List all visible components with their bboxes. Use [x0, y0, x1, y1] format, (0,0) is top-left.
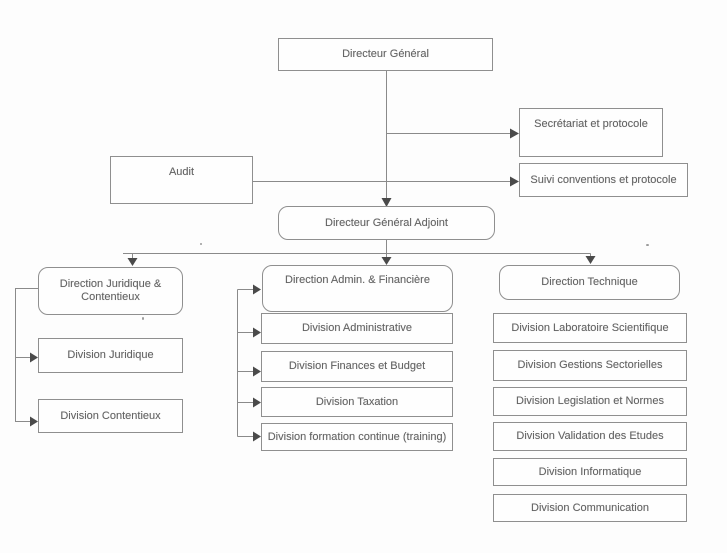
scan-speck	[646, 244, 649, 246]
node-division-communication: Division Communication	[493, 494, 687, 522]
node-division-informatique: Division Informatique	[493, 458, 687, 486]
scan-speck	[200, 243, 202, 245]
arrowhead-div-administrative	[253, 327, 261, 338]
arrowhead-dir-technique	[585, 256, 596, 264]
node-division-taxation: Division Taxation	[261, 387, 453, 417]
node-division-legislation-normes: Division Legislation et Normes	[493, 387, 687, 416]
node-suivi-conventions: Suivi conventions et protocole	[519, 163, 688, 197]
arrowhead-div-finances	[253, 366, 261, 377]
node-division-contentieux: Division Contentieux	[38, 399, 183, 433]
node-direction-technique: Direction Technique	[499, 265, 680, 300]
node-division-administrative: Division Administrative	[261, 313, 453, 344]
arrowhead-div-juridique	[30, 352, 38, 363]
edge-bracket-juridique	[15, 288, 38, 422]
arrowhead-dir-admin-left	[253, 284, 261, 295]
node-division-formation-continue: Division formation continue (training)	[261, 423, 453, 451]
node-division-juridique: Division Juridique	[38, 338, 183, 373]
arrowhead-div-formation	[253, 431, 261, 442]
node-secretariat-protocole: Secrétariat et protocole	[519, 108, 663, 157]
arrowhead-div-taxation	[253, 397, 261, 408]
arrowhead-div-contentieux	[30, 416, 38, 427]
node-division-laboratoire-scientifique: Division Laboratoire Scientifique	[493, 313, 687, 343]
arrowhead-dir-juridique	[127, 258, 138, 266]
node-division-gestions-sectorielles: Division Gestions Sectorielles	[493, 350, 687, 381]
scan-speck	[142, 317, 144, 320]
node-division-validation-etudes: Division Validation des Etudes	[493, 422, 687, 451]
arrowhead-suivi	[510, 176, 519, 187]
node-division-finances-budget: Division Finances et Budget	[261, 351, 453, 382]
node-direction-admin-financiere: Direction Admin. & Financière	[262, 265, 453, 312]
node-directeur-general-adjoint: Directeur Général Adjoint	[278, 206, 495, 240]
arrowhead-secretariat	[510, 128, 519, 139]
node-direction-juridique-contentieux: Direction Juridique & Contentieux	[38, 267, 183, 315]
node-directeur-general: Directeur Général	[278, 38, 493, 71]
arrowhead-dir-admin-top	[381, 257, 392, 265]
node-audit: Audit	[110, 156, 253, 204]
